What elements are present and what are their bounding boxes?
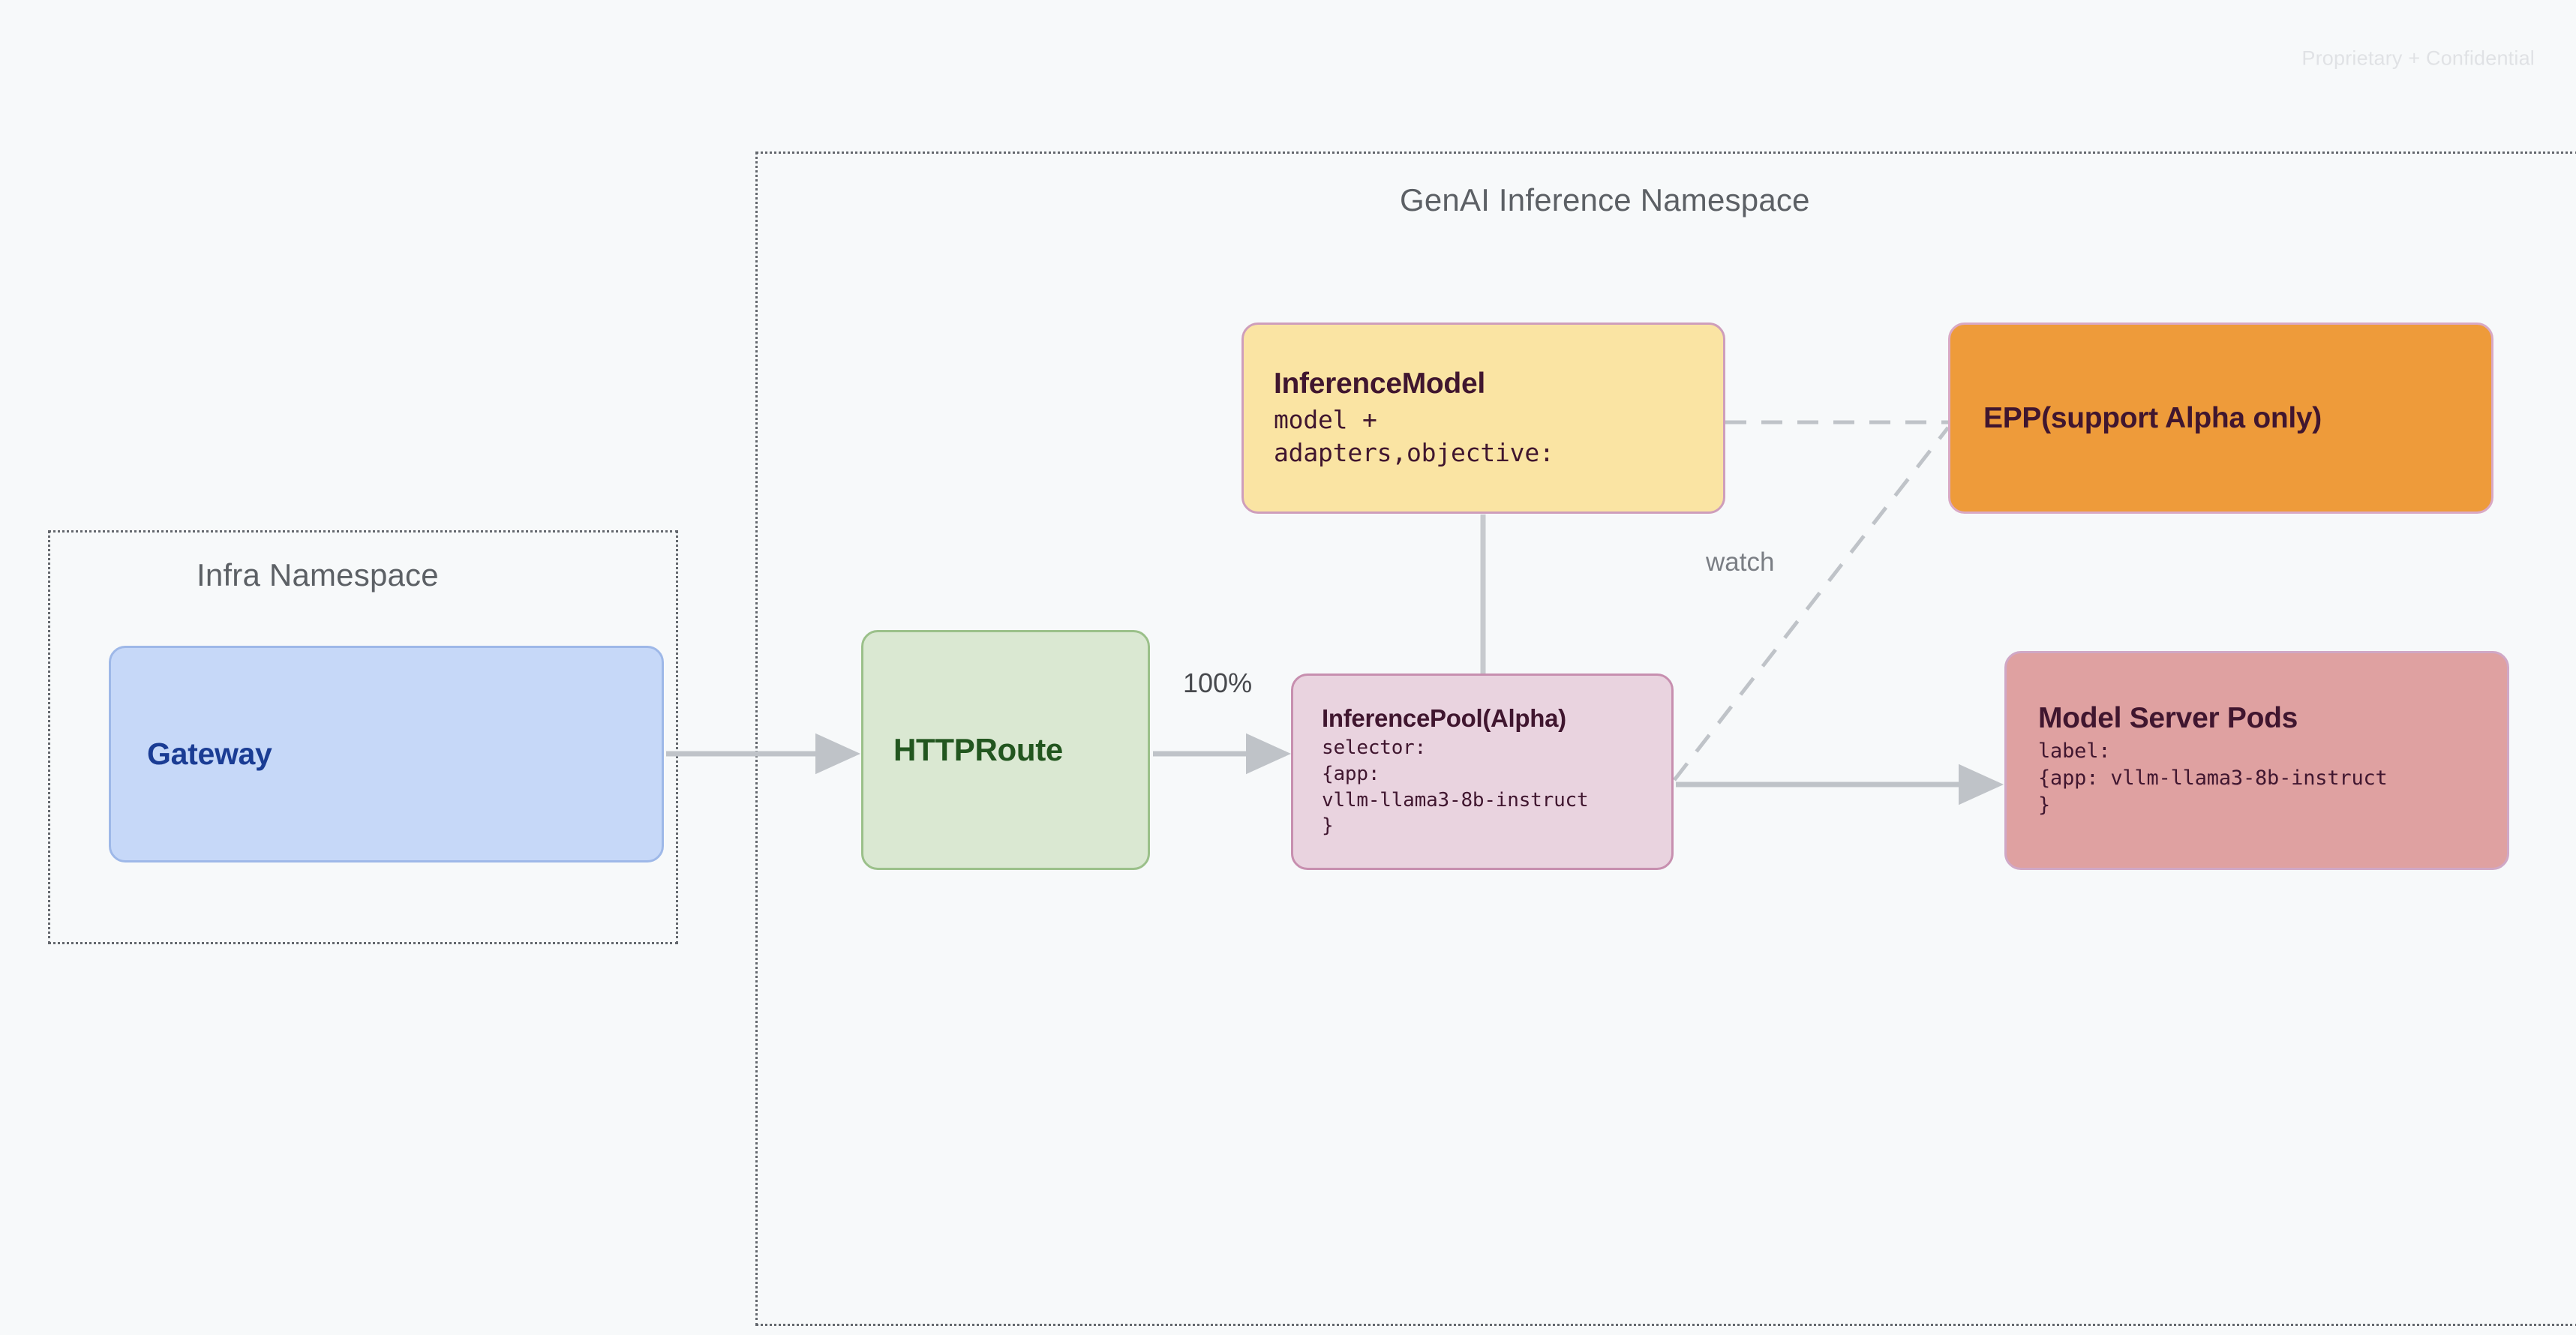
namespace-infra-title: Infra Namespace — [197, 557, 439, 592]
node-inferencepool-meta: selector: {app: vllm-llama3-8b-instruct … — [1322, 736, 1589, 838]
node-inferencepool[interactable]: InferencePool(Alpha) selector: {app: vll… — [1291, 674, 1674, 870]
edge-label-watch: watch — [1706, 548, 1775, 577]
node-epp-title: EPP(support Alpha only) — [1983, 401, 2322, 434]
node-inferencepool-title: InferencePool(Alpha) — [1322, 704, 1566, 733]
namespace-genai — [755, 152, 2576, 1326]
node-inferencemodel-meta: model + adapters,objective: — [1274, 404, 1554, 467]
node-httproute-title: HTTPRoute — [893, 732, 1063, 767]
node-modelserverpods-meta: label: {app: vllm-llama3-8b-instruct } — [2038, 740, 2388, 817]
node-httproute[interactable]: HTTPRoute — [861, 630, 1150, 870]
node-epp[interactable]: EPP(support Alpha only) — [1948, 322, 2493, 514]
node-gateway[interactable]: Gateway — [109, 646, 664, 862]
namespace-genai-title: GenAI Inference Namespace — [1400, 182, 1810, 218]
edge-label-traffic-weight: 100% — [1183, 668, 1253, 698]
node-inferencemodel[interactable]: InferenceModel model + adapters,objectiv… — [1241, 322, 1725, 514]
confidential-watermark: Proprietary + Confidential — [2301, 46, 2535, 70]
node-inferencemodel-title: InferenceModel — [1274, 367, 1485, 400]
node-gateway-title: Gateway — [147, 736, 272, 771]
namespace-infra — [48, 530, 678, 944]
node-modelserverpods[interactable]: Model Server Pods label: {app: vllm-llam… — [2004, 651, 2509, 870]
node-modelserverpods-title: Model Server Pods — [2038, 702, 2298, 735]
